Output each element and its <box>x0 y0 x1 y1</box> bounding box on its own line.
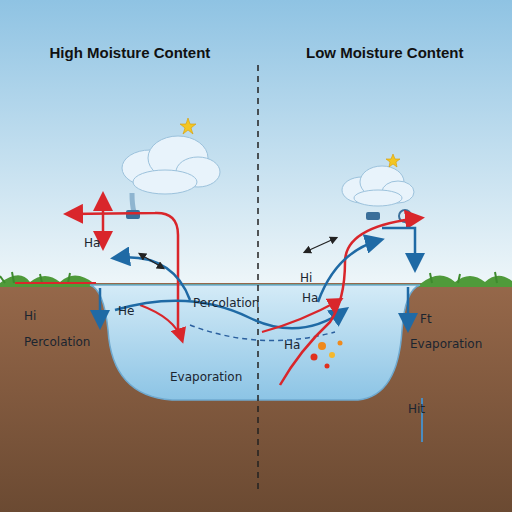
pond <box>90 285 420 400</box>
flow-arrow <box>115 257 190 300</box>
cloud-left <box>122 136 220 194</box>
sky <box>0 0 512 285</box>
sun-left <box>180 118 196 134</box>
flow-arrow <box>140 305 182 340</box>
ground-line <box>15 282 96 284</box>
soil <box>0 283 512 512</box>
process-label: Percolation <box>24 335 90 349</box>
divider <box>257 65 259 492</box>
flux-label: Hi <box>24 309 36 323</box>
grass-blades <box>0 272 497 283</box>
process-label: Percolation <box>193 296 259 310</box>
panel-heading: High Moisture Content <box>50 46 211 60</box>
vent-right <box>366 212 380 220</box>
particles <box>311 341 343 369</box>
flow-arrow <box>102 196 105 246</box>
flux-label: Ha <box>84 236 100 250</box>
exchange-arrow <box>305 238 336 252</box>
flux-label: Ha <box>302 291 318 305</box>
flux-label: He <box>118 304 134 318</box>
cloud-right <box>342 166 414 206</box>
panel-heading: Low Moisture Content <box>306 46 464 60</box>
process-label: Evaporation <box>410 337 482 351</box>
sun-right <box>386 154 400 167</box>
flow-arrow <box>68 213 178 335</box>
flow-arrow <box>99 288 102 325</box>
exchange-arrow <box>140 254 163 268</box>
flow-arrow <box>280 218 420 385</box>
flux-label: Ft <box>420 312 432 326</box>
flow-arrow <box>407 287 410 328</box>
flux-label: Ha <box>284 338 300 352</box>
flux-label: Hit <box>408 402 425 416</box>
process-label: Evaporation <box>170 370 242 384</box>
steam <box>132 193 134 212</box>
flow-arrow <box>318 240 380 302</box>
flux-label: Hi <box>300 271 312 285</box>
flow-arrow <box>382 228 415 268</box>
flow-arrow <box>262 300 340 332</box>
